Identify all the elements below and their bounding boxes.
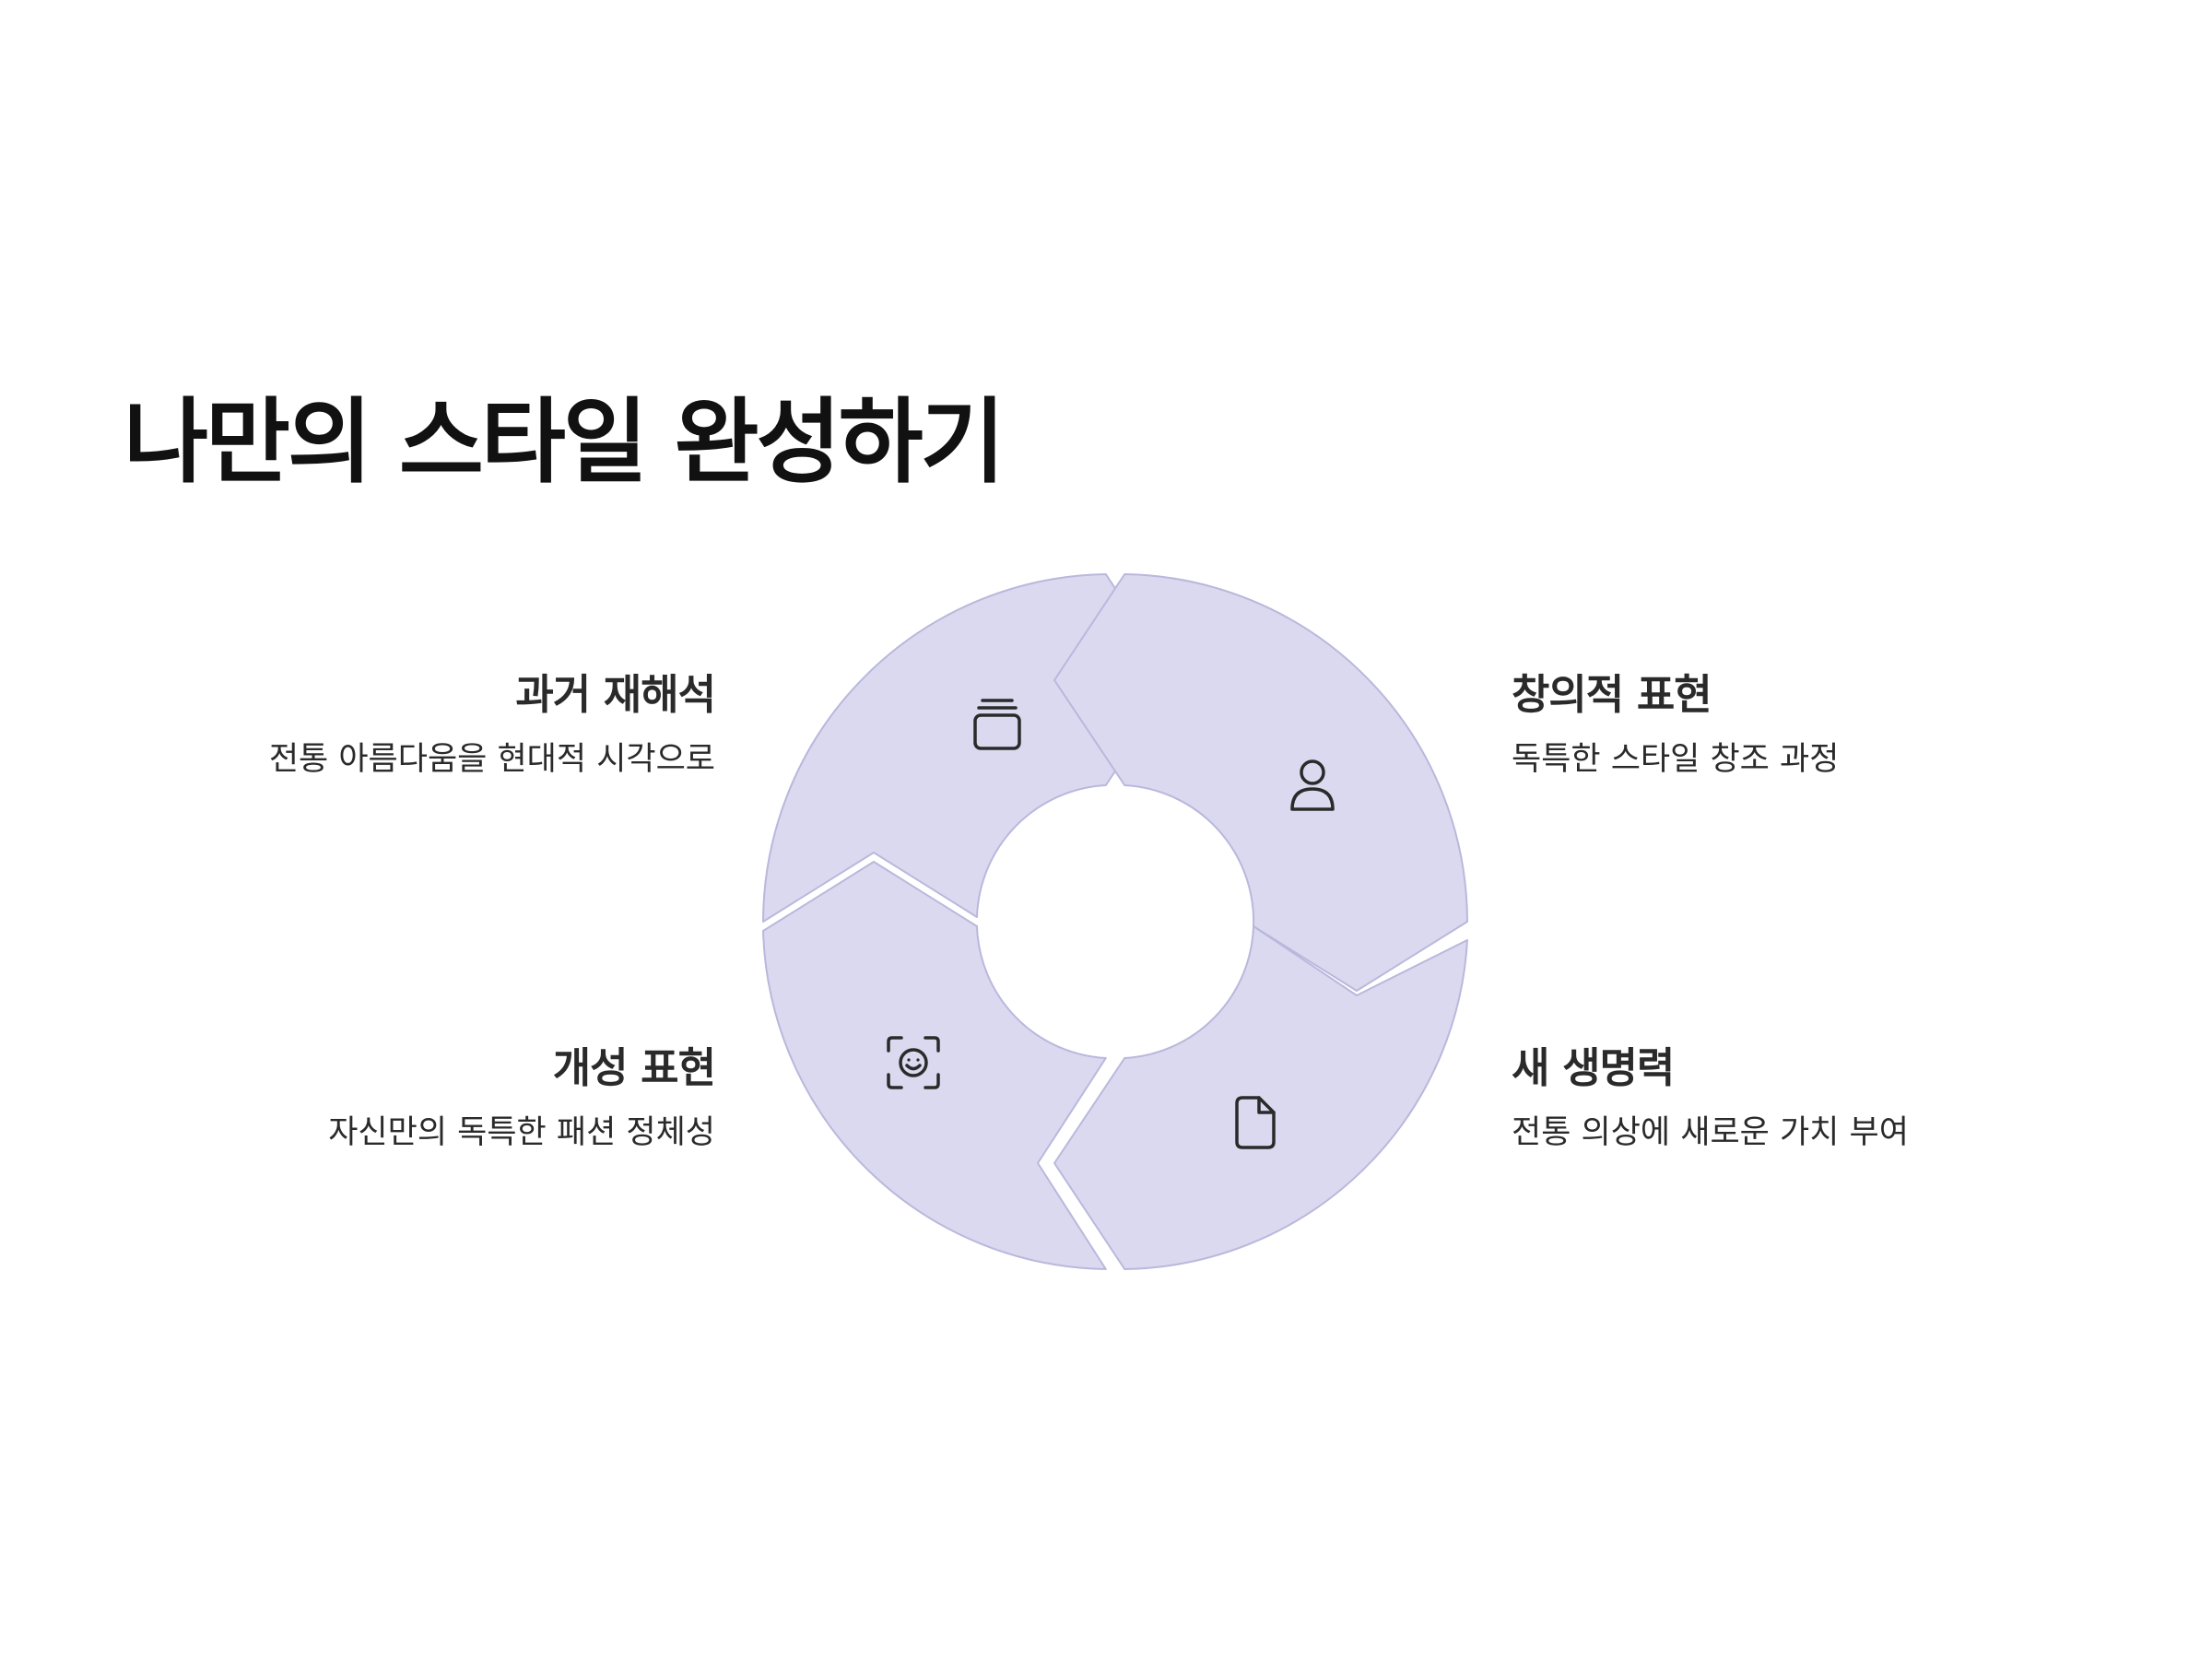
label-new-life-description: 전통 의상에 새로운 가치 부여 [1512,1114,1909,1151]
segment-creative [1053,573,1468,992]
label-new-life: 새 생명력 전통 의상에 새로운 가치 부여 [1512,1043,2120,1152]
label-reinterpretation-description: 전통 아름다움을 현대적 시각으로 [268,741,715,778]
label-new-life-title: 새 생명력 [1512,1043,1675,1092]
label-creative-description: 독특한 스타일 창조 과정 [1512,741,1840,778]
label-personality-description: 자신만의 독특한 패션 정체성 [328,1114,715,1151]
person-icon [1290,759,1335,811]
label-personality: 개성 표현 자신만의 독특한 패션 정체성 [107,1043,716,1152]
face-scan-icon [887,1036,940,1089]
page-title: 나만의 스타일 완성하기 [124,388,1006,496]
label-reinterpretation-title: 과거 재해석 [515,670,716,719]
label-personality-title: 개성 표현 [552,1043,716,1092]
label-creative: 창의적 표현 독특한 스타일 창조 과정 [1512,670,2120,779]
segment-personality [762,861,1107,1270]
label-creative-title: 창의적 표현 [1512,670,1712,719]
document-icon [1235,1096,1276,1149]
stack-icon [973,699,1021,750]
label-reinterpretation: 과거 재해석 전통 아름다움을 현대적 시각으로 [107,670,716,779]
